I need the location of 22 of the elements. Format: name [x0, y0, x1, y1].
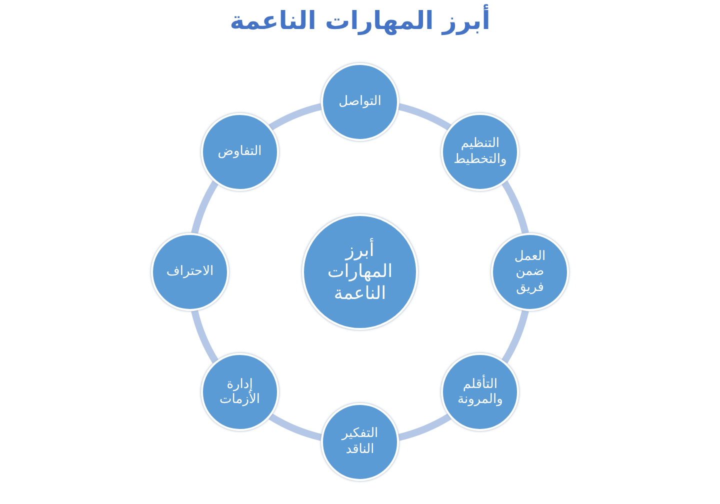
node-label: أبرز المهارات الناعمة: [326, 240, 394, 304]
ring-connector: [268, 413, 322, 441]
node-label: التفاوض: [216, 144, 263, 160]
node-label: الاحتراف: [165, 264, 215, 280]
ring-connector: [501, 310, 529, 364]
node-label: التواصل: [338, 94, 382, 110]
node-label: العمل ضمن فريق: [513, 248, 547, 296]
node-label: التأقلم والمرونة: [456, 376, 504, 408]
node-label: إدارة الأزمات: [218, 376, 262, 408]
node-label: التفكير الناقد: [340, 426, 380, 458]
ring-connector: [501, 180, 529, 234]
ring-connector: [191, 310, 219, 364]
skill-circle: [151, 233, 229, 311]
node-label: التنظيم والتخطيط: [452, 136, 508, 168]
skill-circle: [321, 403, 399, 481]
ring-connector: [191, 180, 219, 234]
skill-circle: [491, 233, 569, 311]
ring-connector: [268, 103, 322, 131]
ring-connector: [398, 103, 452, 131]
skill-circle: [321, 63, 399, 141]
ring-connector: [398, 413, 452, 441]
title: أبرز المهارات الناعمة: [228, 6, 492, 35]
